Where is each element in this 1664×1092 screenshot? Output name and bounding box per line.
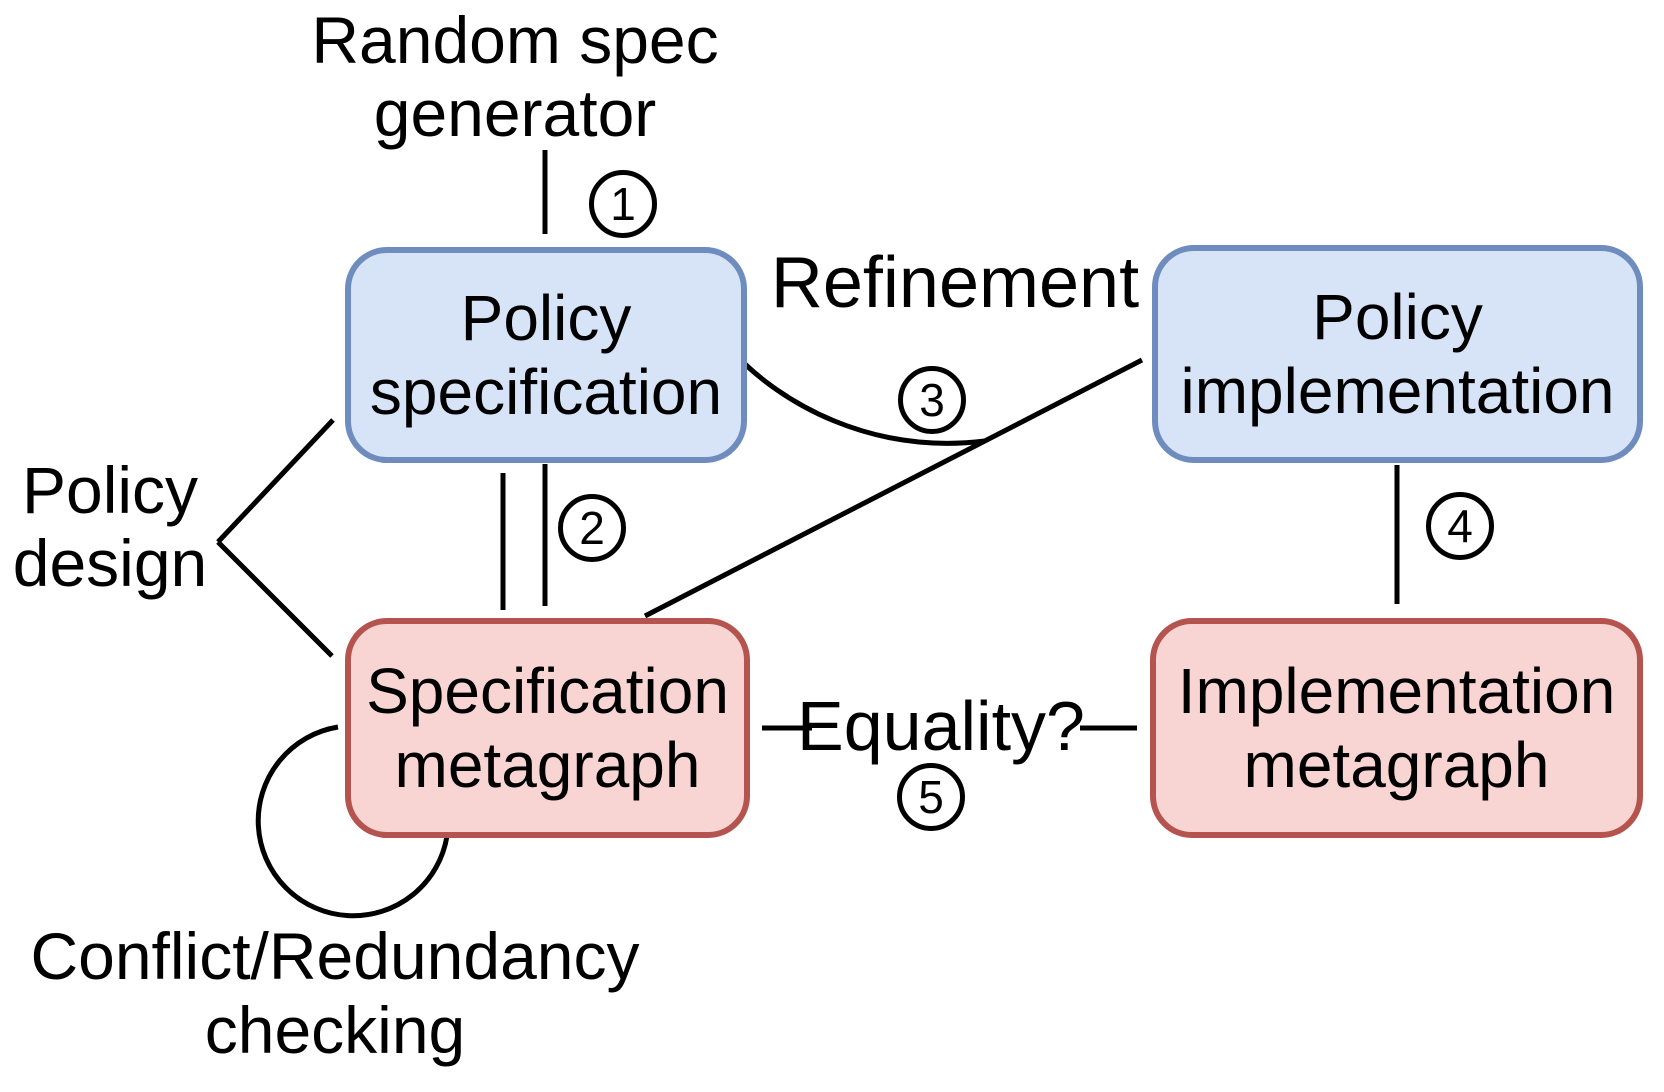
conflict-checking-line1: Conflict/Redundancy <box>30 919 640 993</box>
implementation-metagraph-label-line2: metagraph <box>1243 729 1550 801</box>
implementation-metagraph-node: Implementation metagraph <box>1150 618 1643 838</box>
step-5-badge: 5 <box>897 763 965 831</box>
conflict-checking-line2: checking <box>204 992 466 1067</box>
policy-specification-label-line1: Policy <box>460 281 632 354</box>
implementation-metagraph-label-line1: Implementation <box>1177 654 1616 727</box>
step-4-badge: 4 <box>1426 492 1494 560</box>
random-spec-generator-line1: Random spec <box>311 3 719 77</box>
random-spec-generator-line2: generator <box>373 75 657 150</box>
specification-metagraph-label-line1: Specification <box>366 654 729 727</box>
conflict-self-loop-arrow <box>255 724 450 919</box>
policy-implementation-label-line1: Policy <box>1312 280 1483 353</box>
step-3-badge: 3 <box>898 366 966 434</box>
random-spec-generator-label: Random spec generator <box>265 4 765 149</box>
specification-metagraph-node: Specification metagraph <box>345 618 750 838</box>
policy-implementation-node: Policy implementation <box>1152 245 1643 463</box>
refinement-arrow <box>643 357 1144 619</box>
equality-label: Equality? <box>797 687 1085 765</box>
policy-implementation-label-line2: implementation <box>1180 355 1615 427</box>
refinement-merge-curve <box>733 352 986 446</box>
policy-design-label: Policy design <box>0 454 225 599</box>
policy-specification-label-line2: specification <box>369 356 723 428</box>
specification-metagraph-label-line2: metagraph <box>394 729 701 801</box>
refinement-label: Refinement <box>770 243 1140 323</box>
step-1-badge: 1 <box>589 170 657 238</box>
policy-design-line1: Policy <box>21 453 199 527</box>
policy-design-line2: design <box>12 525 208 600</box>
policy-specification-node: Policy specification <box>345 247 747 463</box>
conflict-checking-label: Conflict/Redundancy checking <box>25 919 645 1068</box>
step-2-badge: 2 <box>558 494 626 562</box>
design-to-metagraph-arrow <box>216 540 334 658</box>
design-to-spec-arrow <box>216 418 335 544</box>
